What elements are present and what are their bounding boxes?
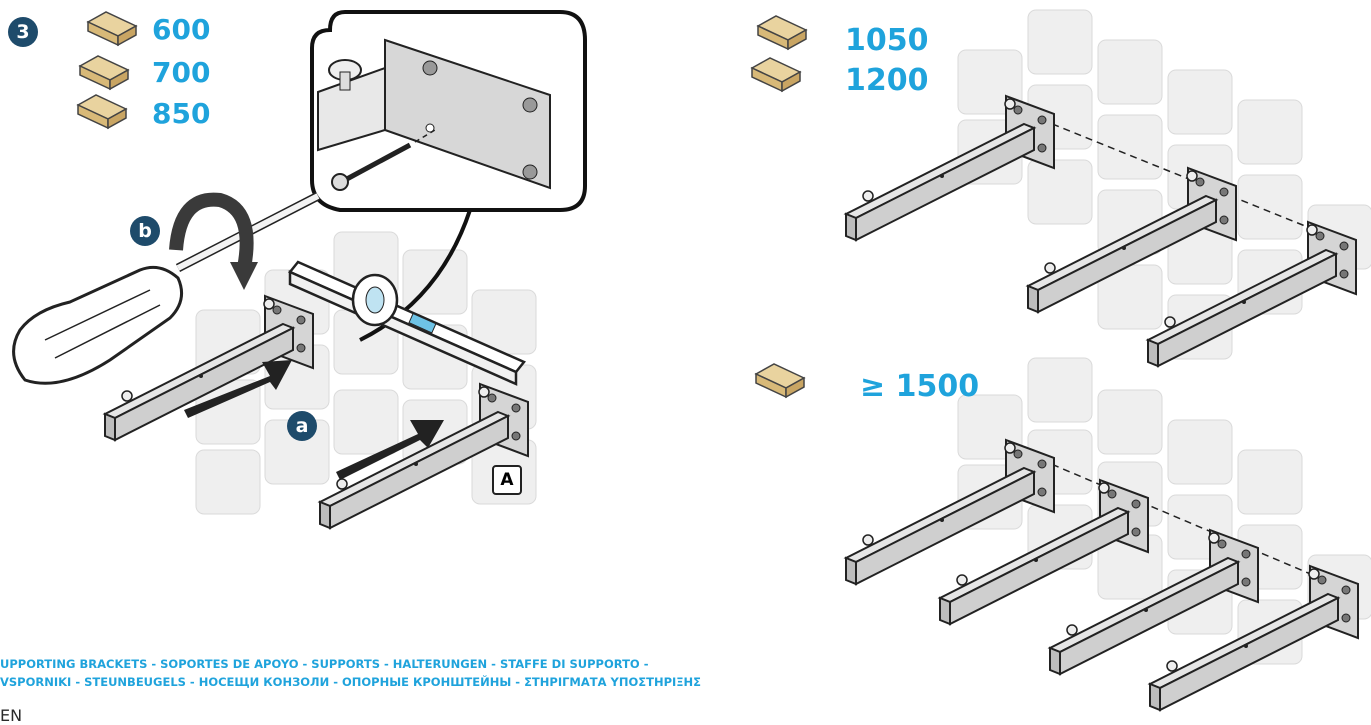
alignment-line	[1029, 114, 1321, 233]
caption-line-1: UPPORTING BRACKETS - SOPORTES DE APOYO -…	[0, 657, 649, 671]
callout-a-badge: a	[287, 411, 317, 441]
push-arrow-icon	[184, 360, 444, 480]
caption-line-2: VSPORNIKI - STEUNBEUGELS - НОСЕЩИ КОНЗОЛ…	[0, 675, 702, 689]
right-top-bracket-1	[845, 95, 1055, 241]
board-1200-icon	[751, 57, 801, 92]
size-label-1500: ≥ 1500	[860, 369, 980, 404]
board-600-icon	[87, 11, 137, 46]
size-label-1050: 1050	[845, 23, 929, 58]
board-700-icon	[79, 55, 129, 90]
zoom-inset	[310, 10, 587, 342]
step-number-badge: 3	[8, 17, 38, 47]
board-1050-icon	[757, 15, 807, 50]
rotation-arrow-icon	[169, 192, 258, 290]
board-1500-icon	[755, 363, 805, 398]
size-label-700: 700	[152, 56, 211, 89]
board-850-icon	[77, 94, 127, 129]
right-top-wall-tiles	[957, 9, 1371, 360]
size-label-850: 850	[152, 97, 211, 130]
size-label-1200: 1200	[845, 63, 929, 98]
callout-b-badge: b	[130, 216, 160, 246]
alignment-line-bottom	[1029, 454, 1321, 579]
size-label-600: 600	[152, 13, 211, 46]
spirit-level-icon	[288, 260, 526, 386]
language-label: EN	[0, 706, 23, 725]
part-label-a: A	[492, 465, 522, 495]
